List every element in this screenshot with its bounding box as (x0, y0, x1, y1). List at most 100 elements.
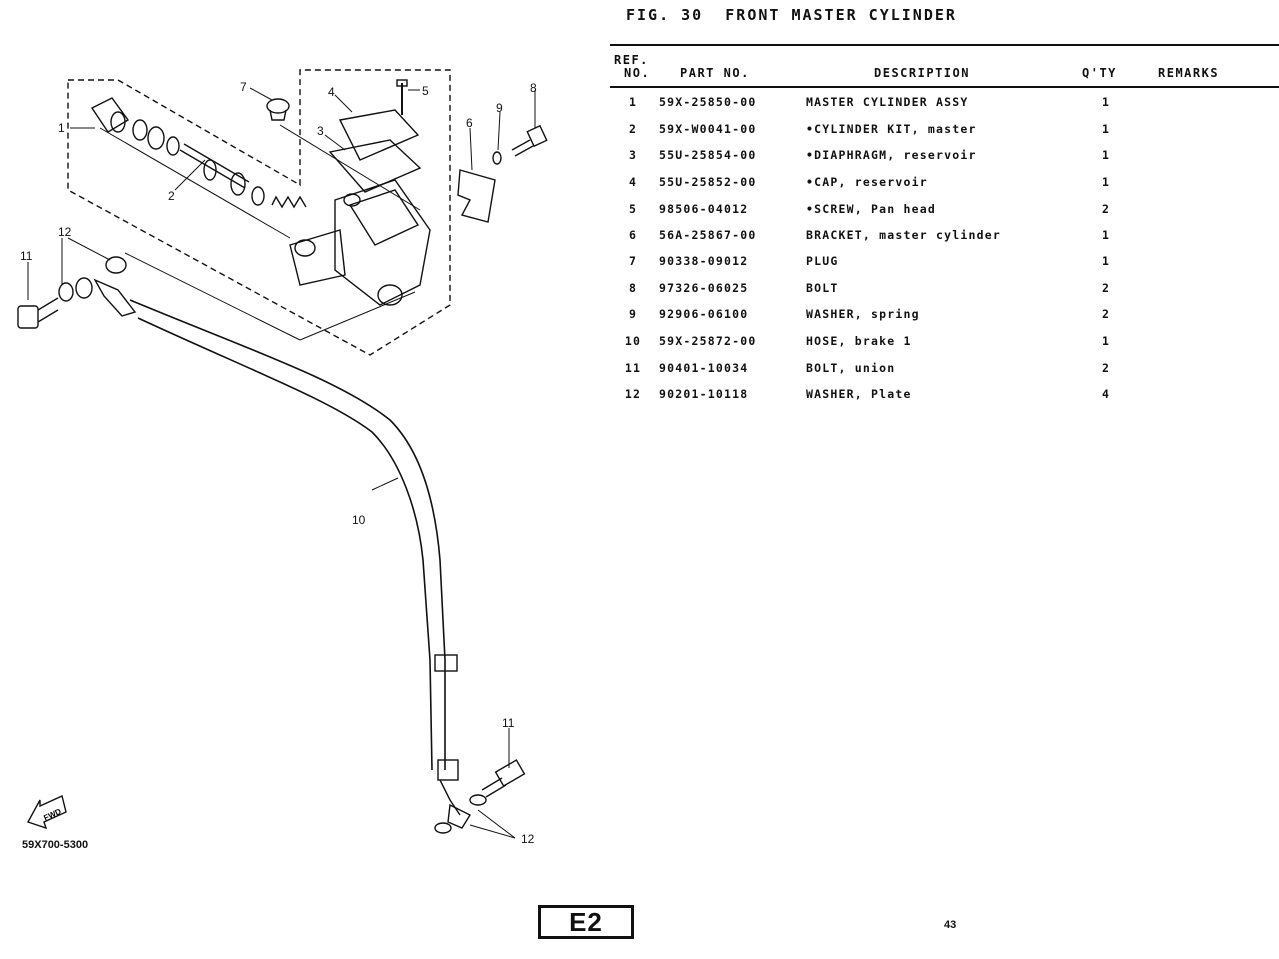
union-lower-group (434, 759, 526, 834)
master-cylinder-body (289, 179, 431, 306)
cell-ref: 5 (628, 202, 638, 216)
cell-ref: 3 (628, 148, 638, 162)
cell-part-no: 59X-W0041-00 (659, 122, 757, 136)
callout-5: 5 (422, 84, 429, 98)
cell-description: WASHER, spring (806, 307, 920, 321)
cell-ref: 6 (628, 228, 638, 242)
cell-description: BOLT (806, 281, 839, 295)
plug-part (266, 98, 290, 121)
cell-part-no: 55U-25854-00 (659, 148, 757, 162)
table-top-rule (610, 44, 1279, 46)
callout-8: 8 (530, 81, 537, 95)
table-row: 1 59X-25850-00 MASTER CYLINDER ASSY 1 (610, 95, 1279, 121)
cell-part-no: 59X-25872-00 (659, 334, 757, 348)
cell-description: •CAP, reservoir (806, 175, 928, 189)
callout-2: 2 (168, 189, 175, 203)
header-part-no: PART NO. (680, 66, 750, 80)
cell-qty: 1 (1101, 254, 1111, 268)
page-number: 43 (944, 919, 957, 931)
header-remarks: REMARKS (1158, 66, 1220, 80)
cell-ref: 10 (624, 334, 642, 348)
cell-qty: 1 (1101, 228, 1111, 242)
table-row: 11 90401-10034 BOLT, union 2 (610, 361, 1279, 387)
brake-hose (129, 299, 461, 816)
cell-description: HOSE, brake 1 (806, 334, 912, 348)
cell-part-no: 59X-25850-00 (659, 95, 757, 109)
table-row: 2 59X-W0041-00 •CYLINDER KIT, master 1 (610, 122, 1279, 148)
leader-lines (27, 87, 536, 839)
bracket-group (457, 124, 548, 223)
table-row: 6 56A-25867-00 BRACKET, master cylinder … (610, 228, 1279, 254)
union-upper-group (17, 256, 137, 329)
table-row: 9 92906-06100 WASHER, spring 2 (610, 307, 1279, 333)
cell-part-no: 90401-10034 (659, 361, 749, 375)
cell-qty: 2 (1101, 202, 1111, 216)
section-label: E2 (569, 906, 603, 937)
section-badge: E2 (538, 905, 634, 939)
forward-arrow-icon (26, 795, 67, 830)
cell-part-no: 56A-25867-00 (659, 228, 757, 242)
cell-qty: 1 (1101, 122, 1111, 136)
cell-description: WASHER, Plate (806, 387, 912, 401)
cell-qty: 2 (1101, 361, 1111, 375)
callout-9: 9 (496, 101, 503, 115)
cell-part-no: 98506-04012 (659, 202, 749, 216)
figure-code: 59X700-5300 (22, 839, 89, 851)
cell-ref: 8 (628, 281, 638, 295)
callout-1: 1 (58, 121, 65, 135)
cell-description: •CYLINDER KIT, master (806, 122, 977, 136)
assembly-outline (67, 69, 451, 356)
cell-qty: 2 (1101, 281, 1111, 295)
header-ref-line1: REF. (614, 53, 649, 67)
cell-ref: 1 (628, 95, 638, 109)
callout-3: 3 (317, 124, 324, 138)
cell-ref: 4 (628, 175, 638, 189)
cell-part-no: 90201-10118 (659, 387, 749, 401)
callout-4: 4 (328, 85, 335, 99)
header-qty: Q'TY (1082, 66, 1117, 80)
cell-description: BRACKET, master cylinder (806, 228, 1001, 242)
cylinder-kit-parts (90, 97, 307, 209)
cell-part-no: 92906-06100 (659, 307, 749, 321)
cell-qty: 4 (1101, 387, 1111, 401)
table-row: 3 55U-25854-00 •DIAPHRAGM, reservoir 1 (610, 148, 1279, 174)
cell-description: •SCREW, Pan head (806, 202, 936, 216)
figure-title: FIG. 30 FRONT MASTER CYLINDER (626, 6, 957, 24)
cell-part-no: 90338-09012 (659, 254, 749, 268)
cell-ref: 7 (628, 254, 638, 268)
cell-description: MASTER CYLINDER ASSY (806, 95, 969, 109)
cell-qty: 1 (1101, 148, 1111, 162)
cell-ref: 12 (624, 387, 642, 401)
cell-qty: 1 (1101, 334, 1111, 348)
callout-11-upper: 11 (20, 249, 33, 263)
callout-11-lower: 11 (502, 716, 515, 730)
cell-description: •DIAPHRAGM, reservoir (806, 148, 977, 162)
cell-description: BOLT, union (806, 361, 896, 375)
reservoir-cap-group (328, 79, 422, 193)
header-ref-line2: NO. (624, 66, 651, 80)
cell-qty: 1 (1101, 95, 1111, 109)
cell-description: PLUG (806, 254, 839, 268)
callout-12-lower: 12 (521, 832, 535, 846)
header-description: DESCRIPTION (874, 66, 970, 80)
fwd-label: FWD (42, 807, 63, 823)
table-row: 10 59X-25872-00 HOSE, brake 1 1 (610, 334, 1279, 360)
callout-12-upper: 12 (58, 225, 72, 239)
table-row: 8 97326-06025 BOLT 2 (610, 281, 1279, 307)
callout-6: 6 (466, 116, 473, 130)
cell-ref: 2 (628, 122, 638, 136)
cell-qty: 2 (1101, 307, 1111, 321)
table-row: 7 90338-09012 PLUG 1 (610, 254, 1279, 280)
table-row: 12 90201-10118 WASHER, Plate 4 (610, 387, 1279, 413)
cell-ref: 9 (628, 307, 638, 321)
table-row: 4 55U-25852-00 •CAP, reservoir 1 (610, 175, 1279, 201)
callout-7: 7 (240, 80, 247, 94)
table-row: 5 98506-04012 •SCREW, Pan head 2 (610, 202, 1279, 228)
cell-qty: 1 (1101, 175, 1111, 189)
table-header-rule (610, 86, 1279, 88)
cell-part-no: 97326-06025 (659, 281, 749, 295)
cell-part-no: 55U-25852-00 (659, 175, 757, 189)
callout-10: 10 (352, 513, 366, 527)
cell-ref: 11 (624, 361, 642, 375)
